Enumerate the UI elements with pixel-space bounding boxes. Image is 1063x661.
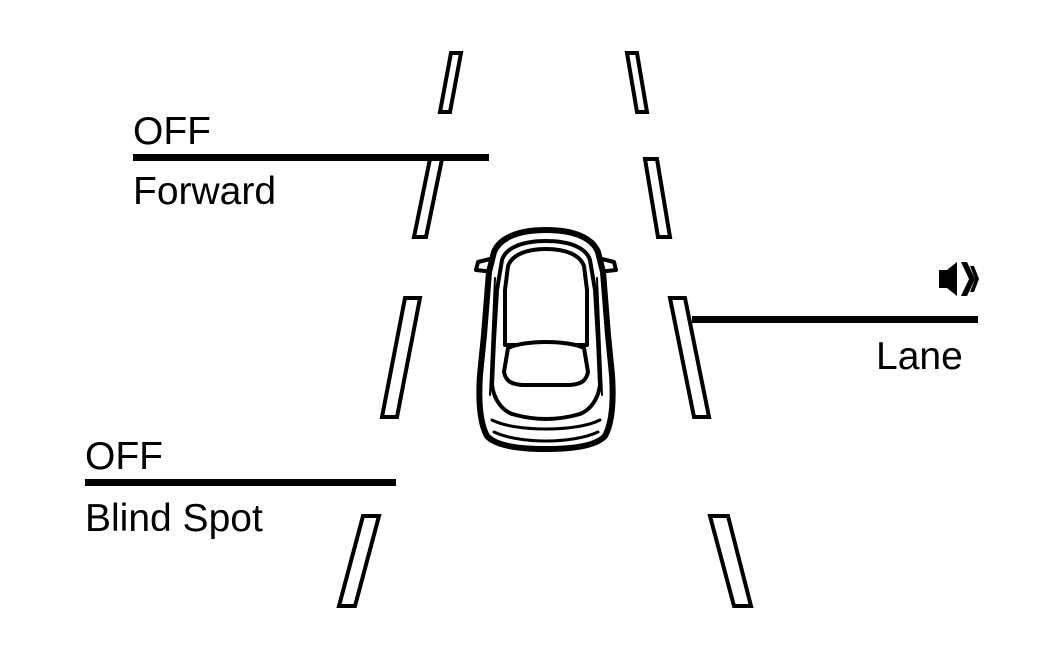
lane-divider <box>692 316 978 323</box>
forward-label: Forward <box>133 170 277 213</box>
lane-dash-right-3 <box>667 296 712 419</box>
lane-dash-right-4 <box>707 514 754 608</box>
lane-dash-left-1 <box>437 51 464 114</box>
forward-divider <box>133 154 489 161</box>
lane-dash-right-1 <box>624 51 650 114</box>
blind-spot-label: Blind Spot <box>85 497 263 540</box>
lane-dash-right-2 <box>642 157 673 239</box>
car-icon <box>474 227 618 452</box>
speaker-icon <box>939 262 979 296</box>
blind-spot-divider <box>85 479 396 486</box>
lane-label: Lane <box>876 335 963 378</box>
lane-dash-left-4 <box>336 514 382 608</box>
forward-status: OFF <box>133 110 211 153</box>
lane-dash-left-3 <box>379 296 423 419</box>
lane-dash-left-2 <box>411 157 445 239</box>
blind-spot-status: OFF <box>85 435 163 478</box>
